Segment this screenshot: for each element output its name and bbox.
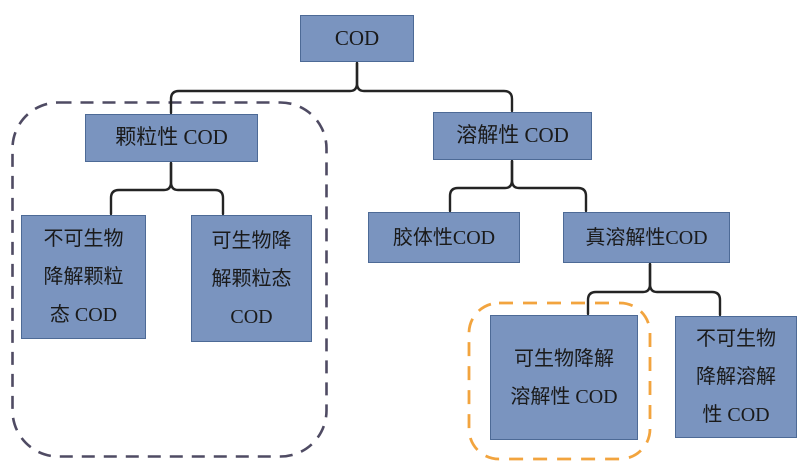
node-cod: COD bbox=[300, 15, 414, 62]
node-nonbiodegradable-particulate-cod-label: 不可生物 降解颗粒 态 COD bbox=[43, 228, 124, 326]
node-biodegradable-particulate-cod-label: 可生物降 解颗粒态 COD bbox=[211, 229, 292, 328]
particulate-group-outline bbox=[11, 101, 328, 458]
connector-true-soluble-right bbox=[648, 262, 722, 317]
connector-cod-left bbox=[169, 61, 359, 115]
node-particulate-cod-label: 颗粒性 COD bbox=[115, 125, 228, 150]
node-nonbiodegradable-soluble-cod: 不可生物 降解溶解 性 COD bbox=[675, 316, 797, 438]
connector-true-soluble-left bbox=[586, 262, 652, 316]
node-cod-label: COD bbox=[334, 25, 380, 50]
connector-cod-right bbox=[355, 61, 514, 113]
node-soluble-cod-label: 溶解性 COD bbox=[456, 123, 569, 148]
connector-particulate-left bbox=[109, 161, 173, 216]
node-biodegradable-particulate-cod: 可生物降 解颗粒态 COD bbox=[191, 215, 312, 342]
node-true-soluble-cod: 真溶解性COD bbox=[563, 212, 730, 263]
node-soluble-cod: 溶解性 COD bbox=[433, 112, 592, 160]
node-particulate-cod: 颗粒性 COD bbox=[85, 114, 258, 162]
biodegradable-soluble-outline bbox=[467, 301, 652, 461]
node-nonbiodegradable-particulate-cod: 不可生物 降解颗粒 态 COD bbox=[21, 215, 146, 339]
connector-particulate-right bbox=[169, 161, 225, 216]
connector-soluble-right bbox=[510, 159, 588, 213]
node-colloidal-cod: 胶体性COD bbox=[368, 212, 520, 263]
connector-soluble-left bbox=[448, 159, 514, 213]
node-colloidal-cod-label: 胶体性COD bbox=[392, 226, 496, 249]
node-true-soluble-cod-label: 真溶解性COD bbox=[585, 226, 708, 249]
node-nonbiodegradable-soluble-cod-label: 不可生物 降解溶解 性 COD bbox=[696, 328, 776, 426]
node-biodegradable-soluble-cod: 可生物降解 溶解性 COD bbox=[490, 315, 638, 440]
node-biodegradable-soluble-cod-label: 可生物降解 溶解性 COD bbox=[510, 347, 618, 408]
